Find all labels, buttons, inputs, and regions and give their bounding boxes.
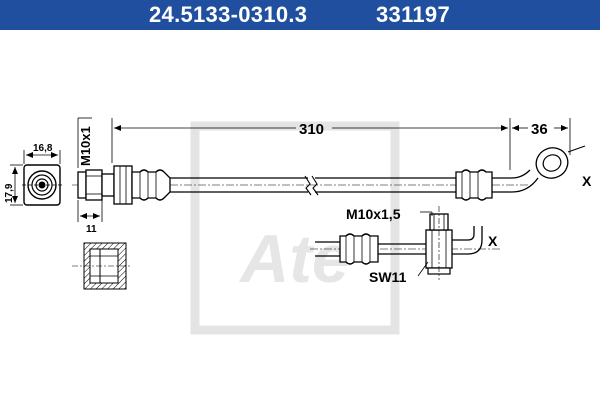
wrench-size-callout xyxy=(417,261,429,277)
dim-thread-main: M10x1 xyxy=(78,126,93,166)
title-bar: 24.5133-0310.3 331197 xyxy=(0,0,600,30)
watermark-logo: Ate xyxy=(190,121,400,335)
view-marker-x-1: X xyxy=(582,173,592,189)
nut-length-dimension xyxy=(77,200,103,222)
dim-overall-length: 310 xyxy=(299,121,324,138)
dim-nut-length: 11 xyxy=(86,224,97,235)
dim-end-length: 36 xyxy=(531,121,548,138)
hose-side-view xyxy=(72,145,586,205)
thread-callout-main xyxy=(77,117,92,168)
nut-section-view xyxy=(72,242,132,290)
dim-end-height: 17,9 xyxy=(4,183,15,203)
banjo-detail-view xyxy=(310,206,500,280)
dim-end-width: 16,8 xyxy=(33,143,53,154)
view-marker-x-2: X xyxy=(488,233,498,249)
technical-drawing: Ate 16,8 17,9 xyxy=(4,117,592,335)
length-dimensions xyxy=(111,118,571,170)
end-view xyxy=(10,150,62,206)
part-number: 24.5133-0310.3 xyxy=(149,2,308,27)
dim-thread-fitting: M10x1,5 xyxy=(346,206,401,222)
reference-number: 331197 xyxy=(376,2,450,27)
watermark-text: Ate xyxy=(238,221,350,297)
dim-wrench-size: SW11 xyxy=(369,269,407,285)
thread-callout-fitting xyxy=(420,211,433,216)
